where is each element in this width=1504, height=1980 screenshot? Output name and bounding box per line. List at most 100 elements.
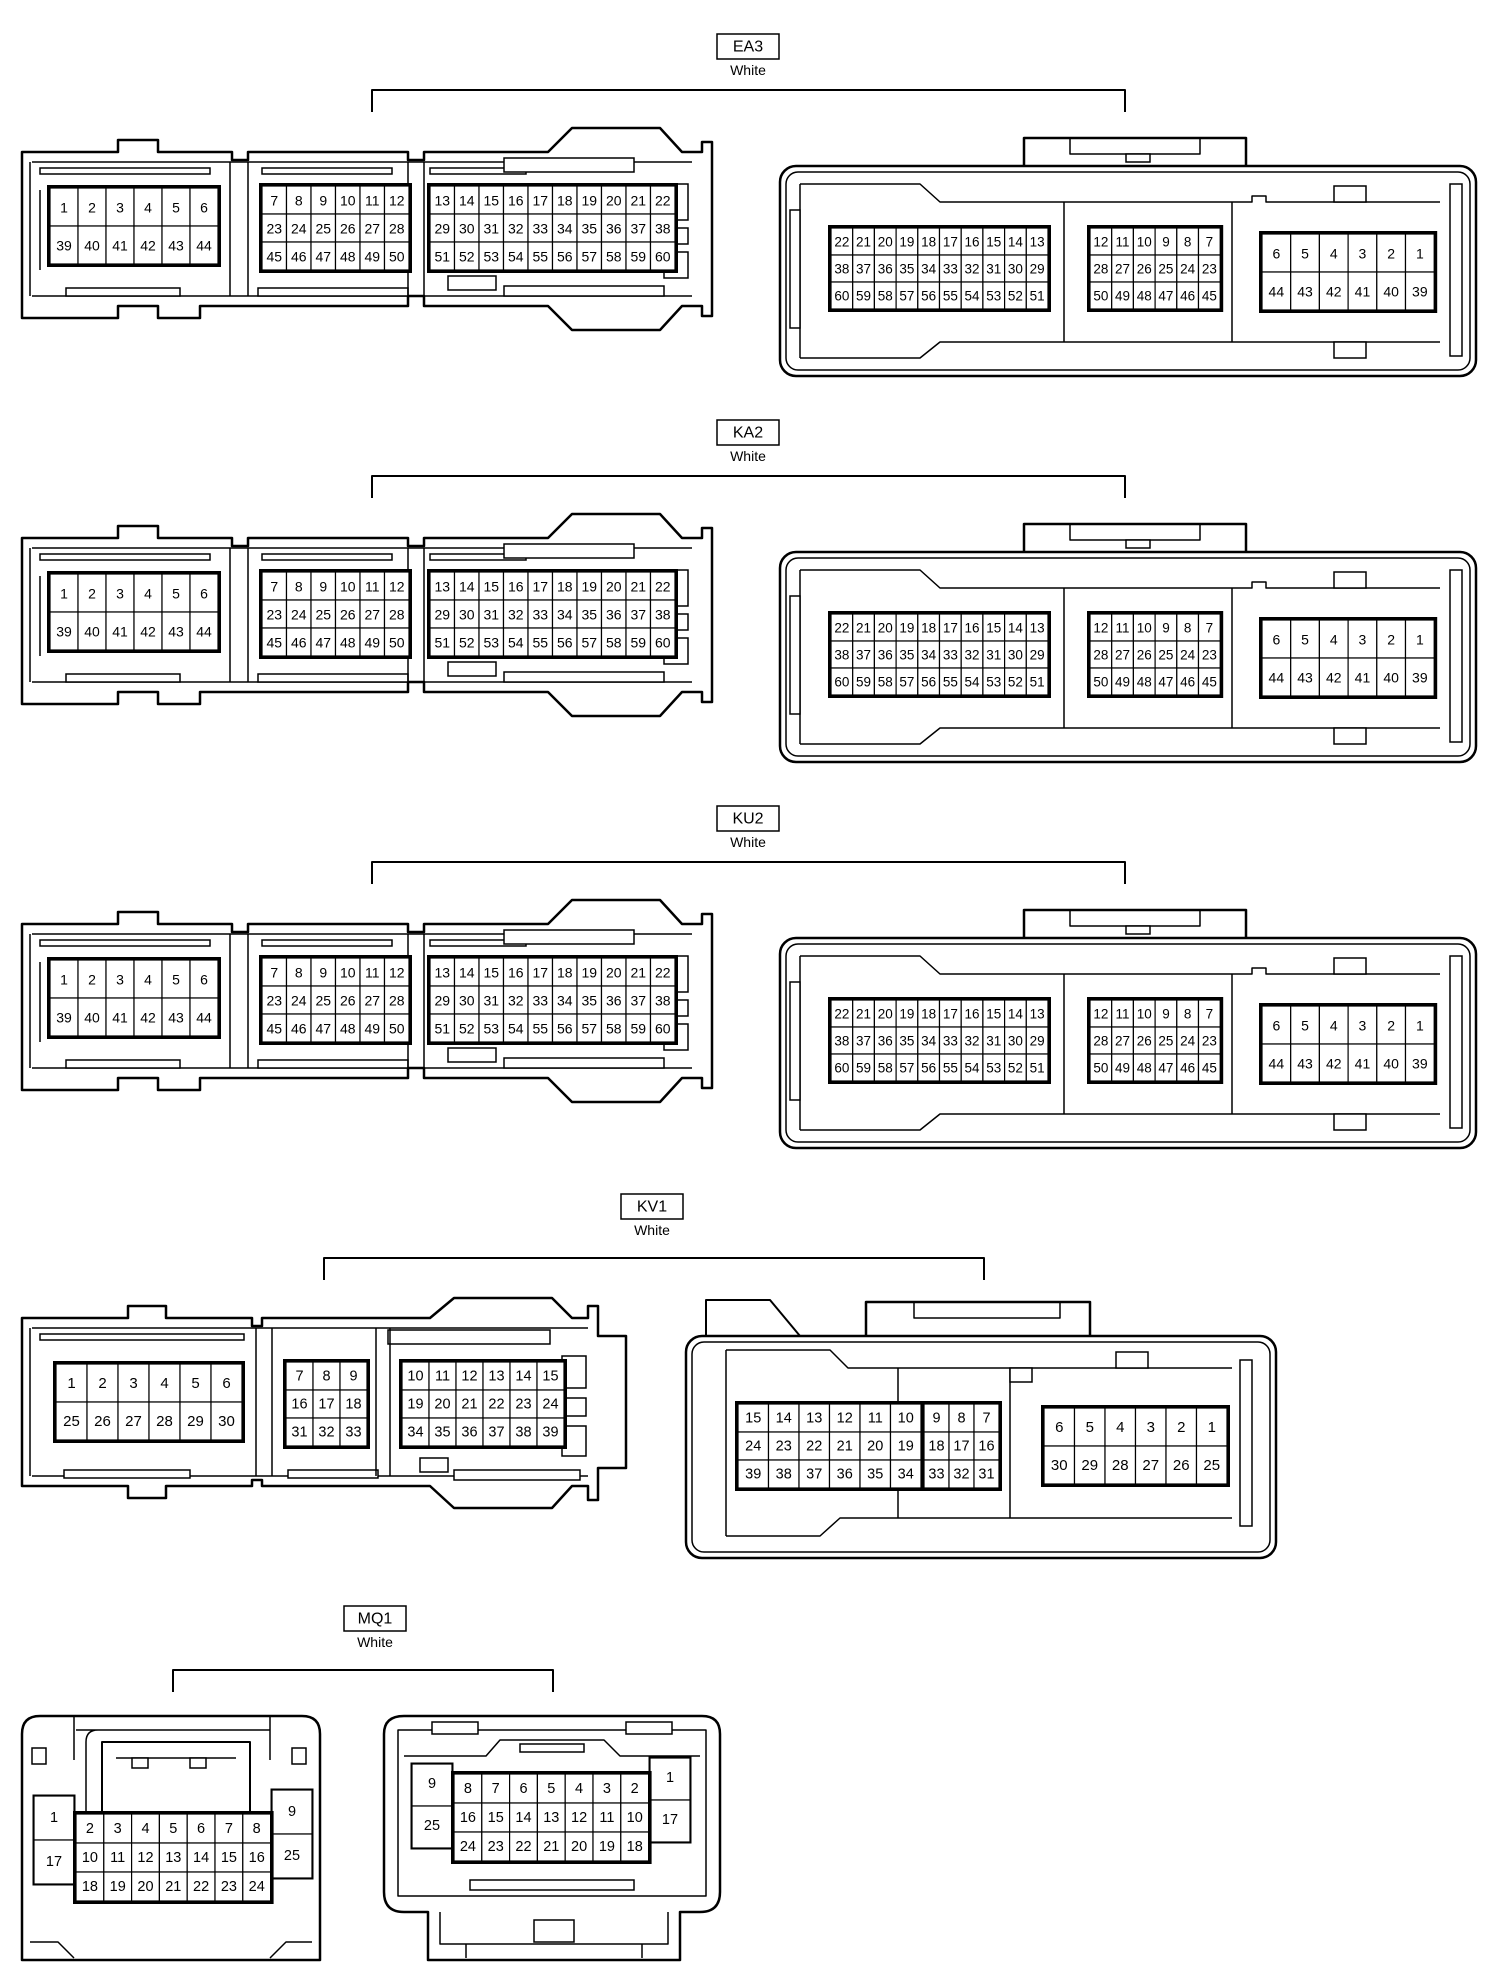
pin-cell: 37 <box>625 599 652 629</box>
pin-number: 16 <box>965 1007 980 1022</box>
pin-number: 25 <box>1158 1034 1173 1049</box>
housing-outline <box>785 171 1471 371</box>
pin-cell-border <box>1404 1043 1435 1083</box>
pin-number: 55 <box>532 249 548 265</box>
pin-cell: 20 <box>873 999 897 1028</box>
pin-cell: 53 <box>478 627 505 657</box>
pin-number: 49 <box>1115 1061 1130 1076</box>
pin-number: 9 <box>1162 235 1170 250</box>
pin-cell: 13 <box>1025 613 1049 642</box>
pin-number: 13 <box>1030 621 1045 636</box>
pin-number: 38 <box>655 607 671 623</box>
pin-cell: 34 <box>551 599 578 629</box>
pin-number: 42 <box>1326 670 1342 686</box>
pin-cell: 21 <box>625 957 652 987</box>
pin-number: 12 <box>1093 621 1108 636</box>
pin-cell: 32 <box>502 213 529 243</box>
pin-block-frame <box>283 1359 370 1449</box>
pin-cell: 49 <box>1111 281 1134 310</box>
pin-cell: 35 <box>895 254 919 283</box>
pin-cell: 21 <box>455 1389 484 1419</box>
pin-cell: 29 <box>1025 640 1049 669</box>
pin-number: 35 <box>899 1034 914 1049</box>
pin-cell-border <box>105 997 135 1037</box>
housing-outline <box>800 1113 1440 1131</box>
pin-cell: 4 <box>564 1773 594 1804</box>
pin-number: 27 <box>1115 648 1130 663</box>
pin-cell: 43 <box>1290 271 1320 311</box>
pin-cell: 29 <box>1025 1026 1049 1055</box>
pin-number: 30 <box>459 607 475 623</box>
latch-slot <box>287 1469 379 1479</box>
latch-slot <box>189 1757 207 1769</box>
pin-cell: 60 <box>649 627 676 657</box>
pin-cell-border <box>161 611 191 651</box>
pin-cell-border <box>49 187 79 227</box>
pin-number: 56 <box>921 1061 936 1076</box>
pin-number: 58 <box>878 675 893 690</box>
pin-cell: 11 <box>359 571 386 601</box>
pin-cell: 15 <box>481 1802 511 1833</box>
pin-cell: 2 <box>1376 233 1407 273</box>
pin-number: 10 <box>1137 235 1152 250</box>
pin-number: 43 <box>1297 1056 1313 1072</box>
pin-cell: 36 <box>828 1459 861 1489</box>
pin-cell: 31 <box>982 640 1006 669</box>
housing-outline <box>1022 908 1248 938</box>
pin-cell-border <box>453 1773 483 1804</box>
pin-cell: 51 <box>429 241 456 271</box>
pin-cell-border <box>502 627 529 657</box>
pin-number: 53 <box>986 675 1001 690</box>
pin-cell: 3 <box>592 1773 622 1804</box>
pin-number: 25 <box>315 993 331 1009</box>
pin-cell: 26 <box>1132 1026 1156 1055</box>
housing-outline <box>439 1912 669 1958</box>
pin-cell: 49 <box>359 1013 386 1043</box>
pin-cell: 30 <box>210 1401 243 1441</box>
pin-number: 21 <box>630 579 646 595</box>
pin-cell: 19 <box>103 1871 133 1902</box>
housing-outline <box>1022 136 1248 166</box>
pin-number: 60 <box>655 635 671 651</box>
pin-number: 10 <box>898 1411 914 1427</box>
latch-slot <box>65 673 181 683</box>
pin-cell: 13 <box>482 1361 511 1391</box>
pin-number: 23 <box>1202 1034 1217 1049</box>
pin-number: 55 <box>943 1061 958 1076</box>
pin-number: 52 <box>1008 1061 1023 1076</box>
pin-cell: 8 <box>285 957 312 987</box>
pin-number: 33 <box>532 607 548 623</box>
pin-number: 23 <box>515 1397 531 1413</box>
pin-cell-border <box>77 225 107 265</box>
pin-cell: 25 <box>1154 254 1178 283</box>
pin-number: 52 <box>459 249 475 265</box>
pin-number: 12 <box>571 1810 587 1826</box>
pin-number: 14 <box>459 193 475 209</box>
pin-number: 54 <box>508 635 524 651</box>
pin-cell: 60 <box>830 1053 854 1082</box>
pin-cell: 1 <box>33 1795 75 1841</box>
pin-cell: 50 <box>1089 667 1113 696</box>
pin-cell: 42 <box>1318 1043 1349 1083</box>
pin-number: 34 <box>898 1467 914 1483</box>
pin-cell: 54 <box>960 281 984 310</box>
pin-number: 5 <box>172 200 180 216</box>
pin-cell: 2 <box>77 187 107 227</box>
pin-cell: 18 <box>917 613 941 642</box>
pin-cell: 48 <box>1132 281 1156 310</box>
connector-color-label: White <box>730 62 766 78</box>
pin-number: 1 <box>67 1375 75 1392</box>
pin-cell-border <box>1290 657 1320 697</box>
pin-cell-border <box>77 611 107 651</box>
pin-number: 38 <box>655 221 671 237</box>
pin-number: 14 <box>1008 235 1024 250</box>
pin-cell-border <box>55 1401 88 1441</box>
pin-cell: 49 <box>359 241 386 271</box>
housing-outline <box>800 341 1440 359</box>
pin-cell: 9 <box>339 1361 368 1391</box>
pin-number: 32 <box>508 607 524 623</box>
